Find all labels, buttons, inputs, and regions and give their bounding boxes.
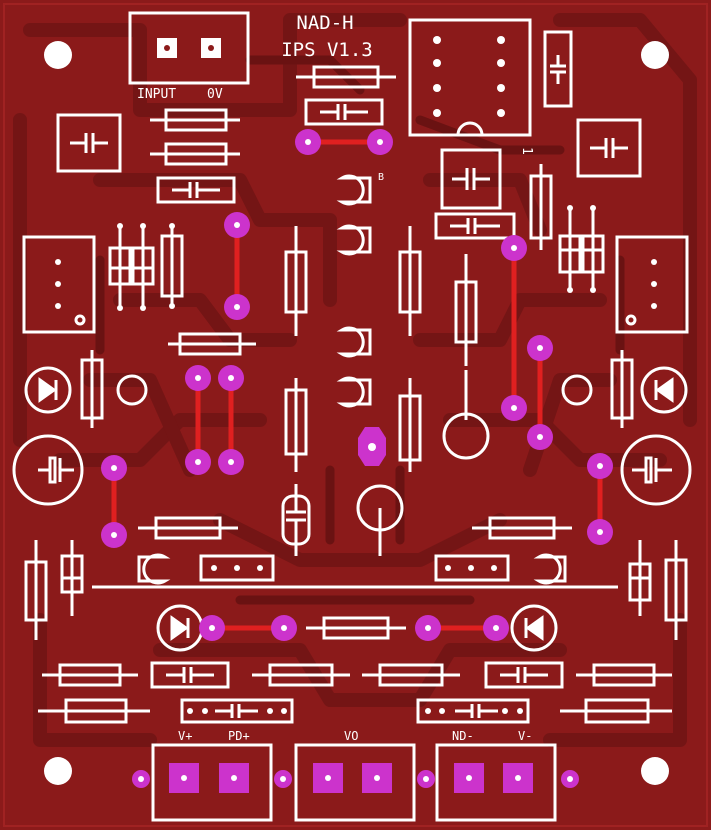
board-title-line2: IPS V1.3 (281, 39, 373, 61)
capacitor-c2 (56, 113, 122, 173)
vminus-label: V- (518, 729, 532, 743)
vplus-label: V+ (178, 729, 192, 743)
bias-headers (199, 554, 510, 582)
ndminus-label: ND- (452, 729, 474, 743)
electrolytic-capacitors (12, 434, 692, 506)
film-cap-pins (187, 708, 523, 714)
header-pin1-mark: 1 (519, 147, 534, 155)
leds (24, 366, 688, 652)
jumper-pads (101, 129, 613, 641)
capacitor-c4 (440, 148, 502, 210)
input-label: INPUT (137, 87, 176, 102)
mounting-holes (44, 41, 669, 785)
jumper-pad-holes (111, 139, 603, 631)
capacitor-c3 (576, 118, 642, 178)
board-title-line1: NAD-H (296, 12, 353, 34)
bias-header-pins (211, 565, 497, 571)
power-device-outlines (22, 235, 689, 334)
center-capacitor (281, 484, 311, 556)
transistor-base-mark: B (378, 172, 384, 183)
power-device-pins (55, 259, 657, 309)
pdplus-label: PD+ (228, 729, 250, 743)
copper-traces-dark (95, 55, 625, 605)
transistors (116, 174, 593, 585)
capacitor-c1 (543, 30, 573, 108)
resistors-vertical (24, 164, 688, 640)
resistors-horizontal (38, 65, 672, 724)
vo-label: VO (344, 729, 358, 743)
input-connector (128, 11, 250, 85)
trimpots (356, 370, 490, 556)
output-connectors (132, 743, 579, 822)
diodes (60, 208, 652, 616)
pin-header-2x4 (408, 18, 532, 137)
diode-pins (117, 205, 596, 311)
film-capacitors (150, 98, 564, 724)
ground-label: 0V (207, 87, 223, 102)
board-outline (3, 3, 708, 827)
